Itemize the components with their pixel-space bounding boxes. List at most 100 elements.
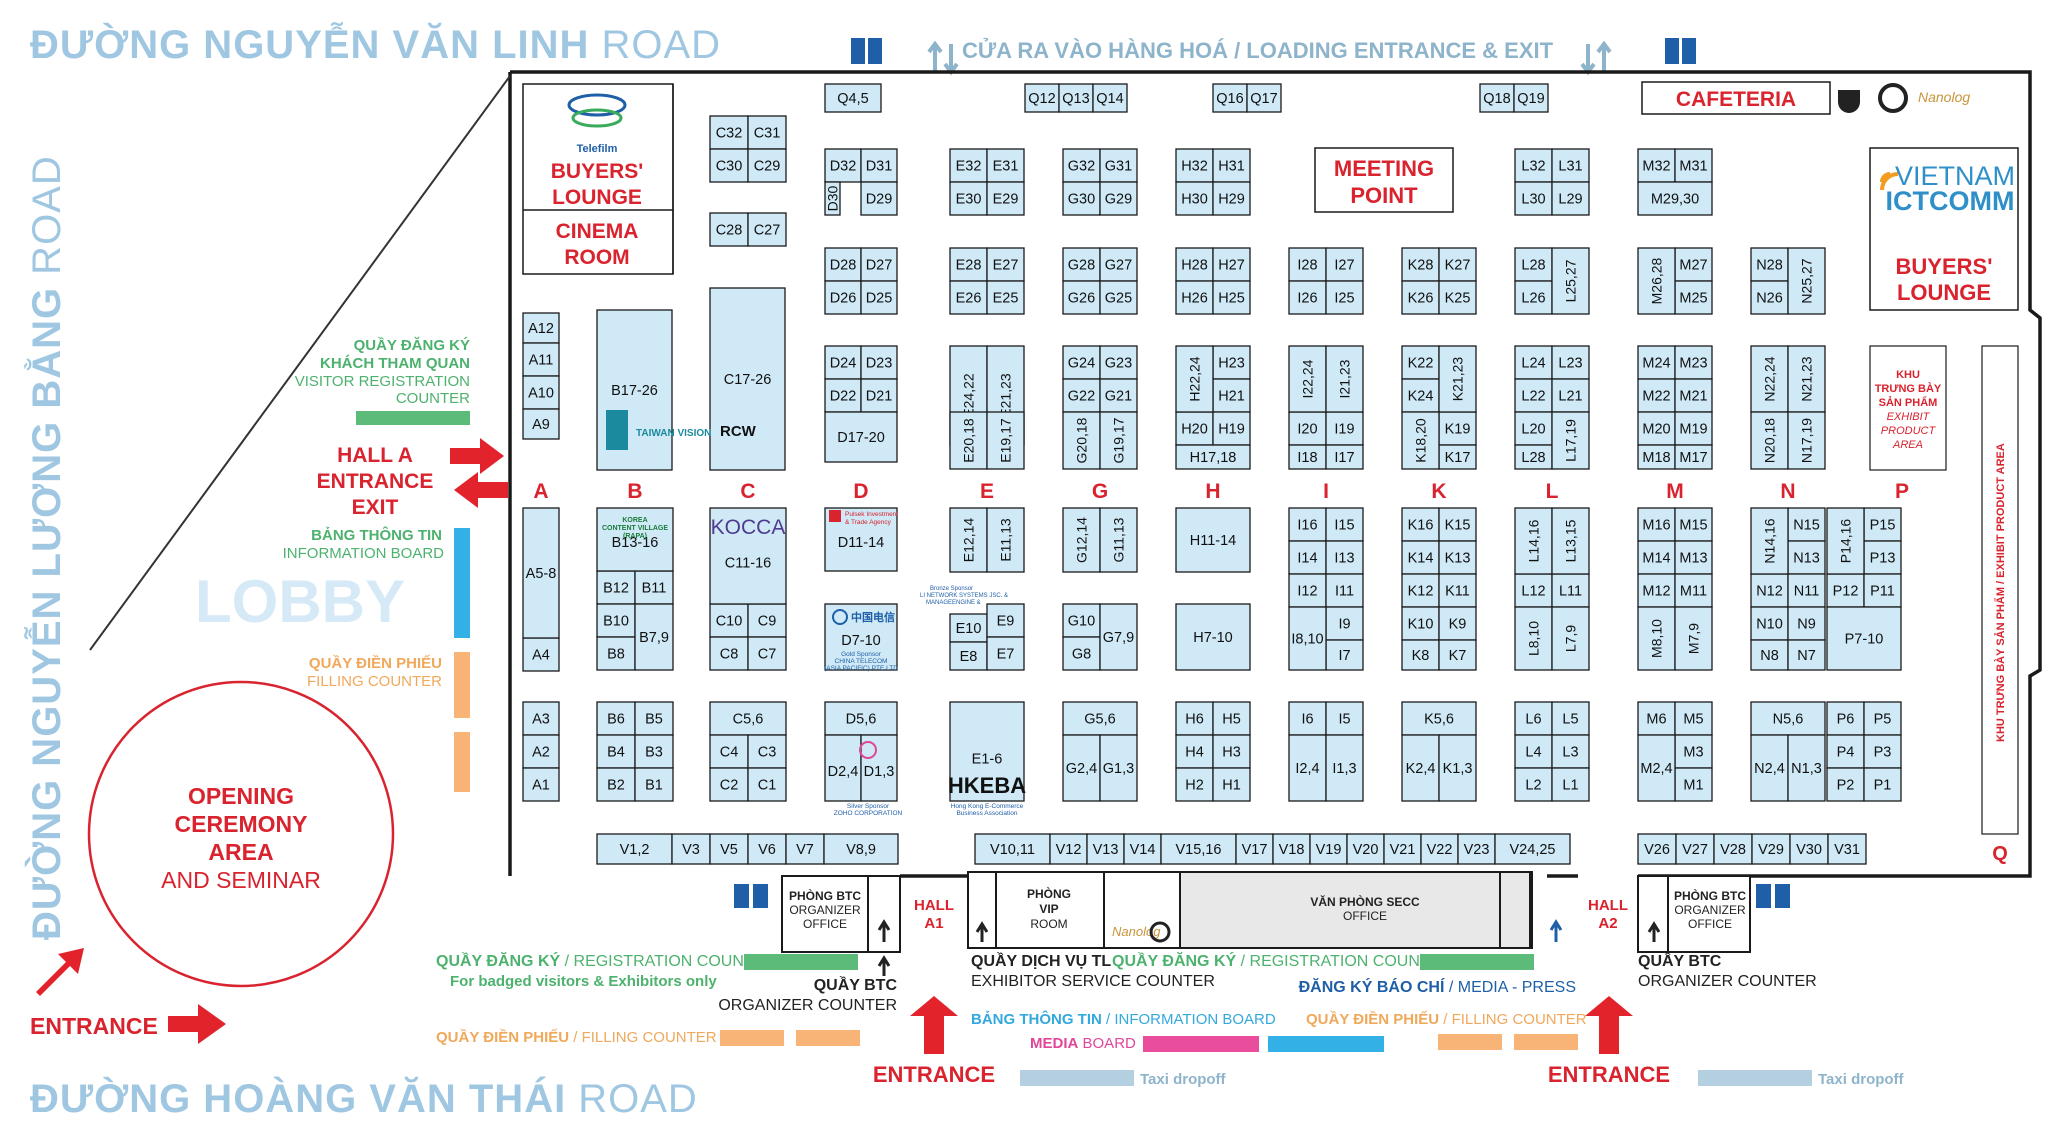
booth-label: A11 xyxy=(529,353,554,369)
booth-label: V24,25 xyxy=(1510,842,1556,858)
booth-label: M2,4 xyxy=(1640,761,1672,777)
booth-cell xyxy=(1062,148,1101,183)
booth-label: L20 xyxy=(1521,422,1545,438)
booth-v26: V26 xyxy=(1637,833,1677,865)
booth-label: N9 xyxy=(1797,617,1816,633)
booth-label: H5 xyxy=(1222,712,1241,728)
svg-text:LOUNGE: LOUNGE xyxy=(1897,280,1991,305)
taxi-dropoff-zone xyxy=(1020,1070,1134,1086)
booth-label: K5,6 xyxy=(1424,712,1454,728)
booth-h31: H31 xyxy=(1212,148,1251,183)
booth-label: L2 xyxy=(1525,778,1541,794)
booth-cell xyxy=(709,507,787,605)
svg-text:A2: A2 xyxy=(1598,915,1617,932)
arrow-up-icon xyxy=(975,921,989,942)
booth-label: P4 xyxy=(1837,745,1855,761)
visitor-registration-counter xyxy=(356,411,470,425)
booth-cell xyxy=(824,701,898,736)
booth-label: K2,4 xyxy=(1406,761,1436,777)
booth-label: Q12 xyxy=(1028,91,1055,107)
booth-h21: H21 xyxy=(1212,378,1251,413)
booth-d2-4: D2,4 xyxy=(824,734,862,802)
booth-b5: B5 xyxy=(634,701,674,736)
booth-label: K7 xyxy=(1449,648,1467,664)
booth-d1-3: D1,3 xyxy=(860,734,898,802)
booth-label: H20 xyxy=(1181,422,1208,438)
booth-cell xyxy=(747,148,787,183)
booth-label: L23 xyxy=(1558,356,1582,372)
booth-cell xyxy=(824,345,862,380)
booth-cell xyxy=(1750,734,1789,802)
booth-cell xyxy=(1175,701,1214,736)
booth-label: E10 xyxy=(956,621,982,637)
booth-m23: M23 xyxy=(1674,345,1713,380)
svg-text:(RAPA): (RAPA) xyxy=(623,533,647,540)
booth-label: G20,18 xyxy=(1074,417,1090,463)
arrow-right-icon xyxy=(168,1004,226,1044)
booth-p14-16: P14,16 xyxy=(1826,507,1865,575)
booth-label: M22 xyxy=(1642,389,1670,405)
svg-text:ROOM: ROOM xyxy=(1030,917,1067,931)
booth-label: M19 xyxy=(1679,422,1707,438)
booth-label: I7 xyxy=(1338,648,1350,664)
booth-label: E28 xyxy=(956,258,982,274)
booth-l7-9: L7,9 xyxy=(1551,606,1590,671)
buyers-lounge-label-1: BUYERS' xyxy=(551,160,644,183)
booth-cell xyxy=(1713,833,1753,865)
booth-v18: V18 xyxy=(1272,833,1311,865)
booth-k14: K14 xyxy=(1401,540,1440,575)
booth-label: M12 xyxy=(1642,584,1670,600)
booth-cell xyxy=(747,212,787,247)
booth-e32: E32 xyxy=(949,148,988,183)
booth-a5-8: A5-8 xyxy=(522,507,560,639)
booth-p13: P13 xyxy=(1863,540,1902,575)
booth-label: C28 xyxy=(716,223,743,239)
booth-cell xyxy=(596,767,636,802)
ictcomm-logo-2: ICTCOMM xyxy=(1886,186,2015,216)
taiwan-vision-logo xyxy=(606,410,628,450)
buyers-lounge-label-2: LOUNGE xyxy=(552,186,642,209)
svg-text:QUẦY DỊCH VỤ TL: QUẦY DỊCH VỤ TL xyxy=(971,951,1111,970)
booth-cell xyxy=(1551,606,1590,671)
restroom-icon xyxy=(868,38,882,64)
booth-e27: E27 xyxy=(986,247,1025,282)
column-label-c: C xyxy=(740,480,755,503)
booth-label: N21,23 xyxy=(1799,356,1815,401)
booth-label: H1 xyxy=(1222,778,1241,794)
booth-d23: D23 xyxy=(860,345,898,380)
booth-label: V18 xyxy=(1279,842,1305,858)
booth-label: B11 xyxy=(642,581,667,597)
filling-counter xyxy=(796,1030,860,1046)
booth-cell xyxy=(1099,378,1138,413)
booth-h29: H29 xyxy=(1212,181,1251,216)
entrance-right-label: ENTRANCE xyxy=(1548,1062,1670,1087)
booth-cell xyxy=(1514,701,1553,736)
column-label-a: A xyxy=(533,480,548,503)
booth-cell xyxy=(709,701,787,736)
information-board xyxy=(454,528,470,638)
booth-label: A2 xyxy=(532,745,550,761)
booth-label: C31 xyxy=(754,126,781,142)
booth-cell xyxy=(1551,767,1590,802)
booth-m17: M17 xyxy=(1674,444,1713,470)
booth-v7: V7 xyxy=(785,833,825,865)
booth-label: G22 xyxy=(1068,389,1095,405)
booth-label: N11 xyxy=(1794,584,1820,600)
booth-q14: Q14 xyxy=(1092,83,1128,113)
booth-label: G2,4 xyxy=(1066,761,1097,777)
booth-label: P1 xyxy=(1874,778,1892,794)
booth-label: L6 xyxy=(1525,712,1541,728)
booth-cell xyxy=(949,411,988,470)
booth-cell xyxy=(1049,833,1088,865)
svg-text:QUẦY BTC: QUẦY BTC xyxy=(1638,951,1722,970)
booth-label: Q13 xyxy=(1062,91,1089,107)
organizer-office-right xyxy=(1637,875,1751,953)
booth-label: H26 xyxy=(1181,291,1208,307)
booth-label: H29 xyxy=(1218,192,1245,208)
booth-label: L12 xyxy=(1521,584,1545,600)
svg-text:VISITOR REGISTRATION: VISITOR REGISTRATION xyxy=(295,373,470,390)
booth-b4: B4 xyxy=(596,734,636,769)
booth-label: Q17 xyxy=(1250,91,1277,107)
booth-k16: K16 xyxy=(1401,507,1440,542)
